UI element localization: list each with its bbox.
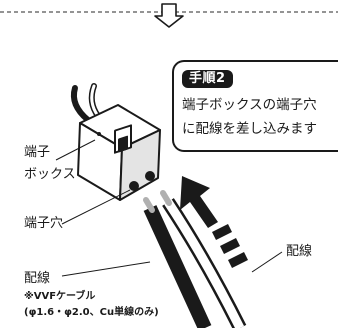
down-arrow-icon (154, 3, 184, 28)
leader-terminal-box (55, 139, 96, 161)
insert-direction-arrow (180, 176, 248, 268)
step-badge: 手順2 (182, 70, 233, 88)
leader-wiring-left (61, 261, 151, 277)
indicator-dot (97, 132, 101, 136)
step-text-line2: に配線を差し込みます (182, 121, 317, 137)
vvf-cable (143, 190, 247, 328)
terminal-box (77, 104, 161, 201)
input-wire-1 (70, 85, 91, 123)
cable-note-line2: (φ1.6・φ2.0、Cu単線のみ) (24, 307, 159, 318)
step-callout: 手順2 端子ボックスの端子穴 に配線を差し込みます (172, 60, 338, 152)
terminal-hole-2 (145, 171, 155, 181)
terminal-hole-1 (129, 181, 139, 191)
label-terminal-hole: 端子穴 (24, 216, 64, 231)
leader-wiring-right (251, 251, 283, 273)
label-wiring-left: 配線 (24, 271, 51, 286)
label-terminal-line2: ボックス (24, 167, 76, 182)
label-wiring-right: 配線 (286, 244, 313, 259)
label-terminal-line1: 端子 (24, 145, 51, 160)
cable-note-line1: ※VVFケーブル (24, 291, 96, 302)
step-text-line1: 端子ボックスの端子穴 (182, 97, 317, 113)
leader-terminal-hole (61, 189, 131, 225)
